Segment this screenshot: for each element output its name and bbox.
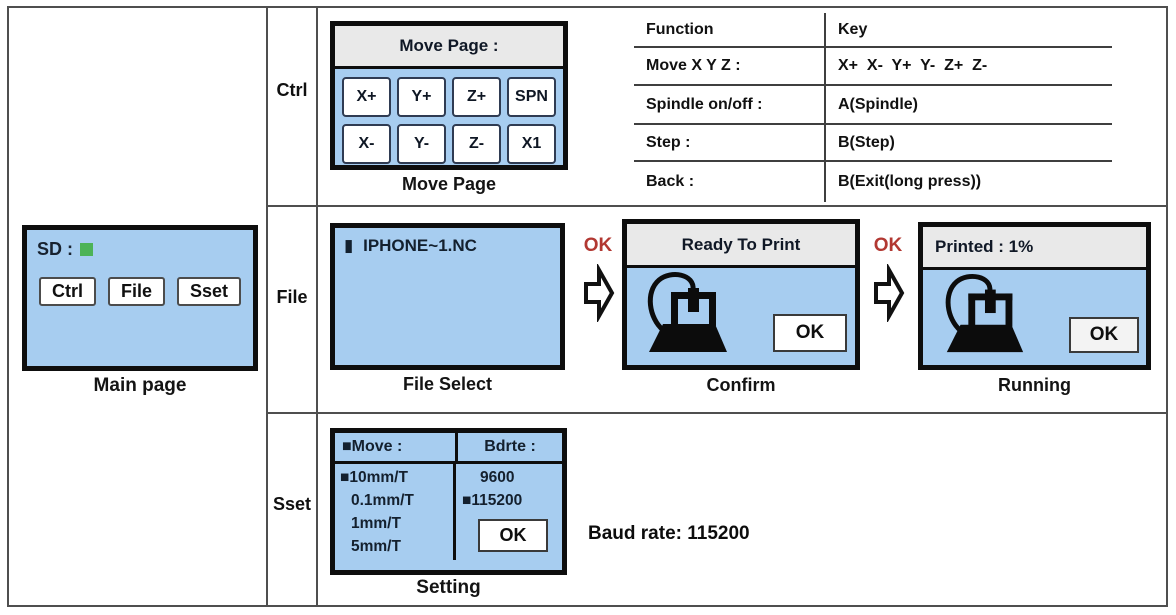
sd-status-green-square-icon: [80, 243, 93, 256]
table-row: Back : B(Exit(long press)): [634, 162, 1112, 202]
move-page-caption: Move Page: [401, 174, 497, 194]
option-10mm[interactable]: ■10mm/T: [340, 469, 408, 486]
setting-bdrte-header: Bdrte :: [484, 438, 536, 455]
cell-key: A(Spindle): [824, 86, 1112, 123]
cnc-machine-icon: [647, 272, 727, 352]
flow-ok-label: OK: [583, 235, 613, 256]
grid-hline-2: [266, 412, 1168, 414]
key-x-minus[interactable]: X-: [342, 124, 391, 164]
file-cursor-icon: ▮: [344, 236, 354, 255]
cnc-machine-icon: [945, 273, 1024, 353]
key-spn[interactable]: SPN: [507, 77, 556, 117]
sd-label: SD :: [37, 239, 73, 259]
diagram-frame: [7, 6, 1168, 607]
table-row: Spindle on/off : A(Spindle): [634, 86, 1112, 125]
setting-move-header: ■Move :: [335, 433, 458, 461]
running-screen: Printed : 1% OK: [918, 222, 1151, 370]
cell-key: B(Exit(long press)): [824, 162, 1112, 202]
baud-options: 9600 ■115200 OK: [456, 464, 562, 560]
option-01mm[interactable]: 0.1mm/T: [351, 492, 414, 509]
grid-hline-1: [266, 205, 1168, 207]
grid-vline-left: [266, 6, 268, 607]
main-page-caption: Main page: [93, 375, 187, 396]
table-row: Move X Y Z : X+ X- Y+ Y- Z+ Z-: [634, 48, 1112, 86]
option-9600[interactable]: 9600: [480, 469, 515, 486]
file-select-caption: File Select: [402, 374, 493, 394]
cell-key: B(Step): [824, 125, 1112, 160]
confirm-screen: Ready To Print OK: [622, 219, 860, 370]
move-page-title: Move Page :: [335, 26, 563, 69]
move-page-screen: Move Page : X+ Y+ Z+ SPN X- Y- Z- X1: [330, 21, 568, 170]
header-key: Key: [824, 13, 1112, 46]
confirm-title: Ready To Print: [627, 224, 855, 268]
move-step-options: ■10mm/T 0.1mm/T 1mm/T 5mm/T: [335, 464, 456, 560]
right-block-arrow-icon: [584, 264, 615, 322]
key-x-plus[interactable]: X+: [342, 77, 391, 117]
file-select-screen: ▮ IPHONE~1.NC: [330, 223, 565, 370]
running-title: Printed : 1%: [923, 227, 1146, 270]
cell-function: Back :: [646, 173, 695, 190]
setting-screen: ■Move : Bdrte : ■10mm/T 0.1mm/T 1mm/T 5m…: [330, 428, 567, 575]
setting-caption: Setting: [416, 577, 481, 598]
table-row: Step : B(Step): [634, 125, 1112, 162]
cell-function: Move X Y Z :: [646, 57, 741, 74]
file-button[interactable]: File: [107, 277, 165, 306]
row-label-ctrl: Ctrl: [276, 80, 308, 100]
option-5mm[interactable]: 5mm/T: [351, 538, 401, 555]
right-block-arrow-icon: [874, 264, 905, 322]
file-name: IPHONE~1.NC: [363, 236, 477, 255]
table-header-row: Function Key: [634, 13, 1112, 48]
file-list-item[interactable]: ▮ IPHONE~1.NC: [335, 228, 560, 256]
key-x1[interactable]: X1: [507, 124, 556, 164]
function-key-table: Function Key Move X Y Z : X+ X- Y+ Y- Z+…: [634, 13, 1112, 202]
running-ok-button[interactable]: OK: [1069, 317, 1139, 353]
cell-key: X+ X- Y+ Y- Z+ Z-: [824, 48, 1112, 84]
cell-function: Step :: [646, 133, 691, 151]
main-page-screen: SD : Ctrl File Sset: [22, 225, 258, 371]
setting-ok-button[interactable]: OK: [478, 519, 548, 552]
option-115200[interactable]: ■115200: [462, 492, 523, 509]
key-y-plus[interactable]: Y+: [397, 77, 446, 117]
ctrl-button[interactable]: Ctrl: [38, 277, 96, 306]
option-1mm[interactable]: 1mm/T: [351, 515, 401, 532]
row-label-sset: Sset: [272, 494, 312, 514]
key-y-minus[interactable]: Y-: [397, 124, 446, 164]
running-caption: Running: [998, 375, 1071, 395]
sset-button[interactable]: Sset: [176, 277, 242, 306]
row-label-file: File: [276, 287, 308, 307]
baud-rate-note: Baud rate: 115200: [588, 523, 750, 544]
move-page-keypad: X+ Y+ Z+ SPN X- Y- Z- X1: [335, 69, 563, 172]
key-z-plus[interactable]: Z+: [452, 77, 501, 117]
flow-ok-label: OK: [873, 235, 903, 256]
cell-function: Spindle on/off :: [646, 95, 763, 113]
confirm-caption: Confirm: [706, 375, 776, 395]
header-function: Function: [646, 20, 714, 38]
grid-vline-labels: [316, 6, 318, 607]
key-z-minus[interactable]: Z-: [452, 124, 501, 164]
confirm-ok-button[interactable]: OK: [773, 314, 847, 352]
